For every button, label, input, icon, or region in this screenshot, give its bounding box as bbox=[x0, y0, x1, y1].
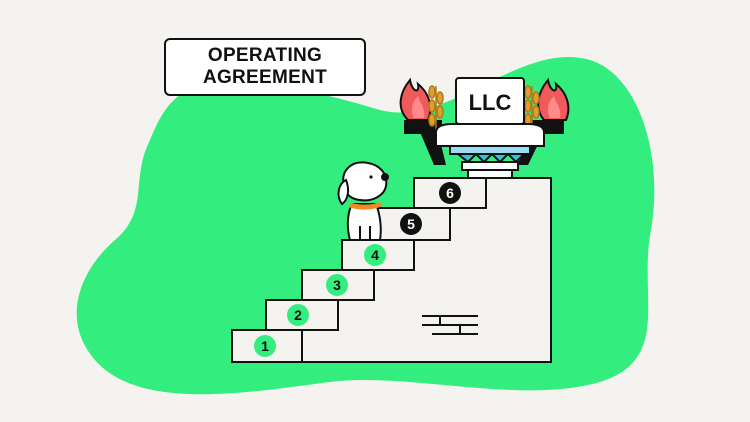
dog-icon bbox=[337, 161, 389, 241]
wheat-icon bbox=[428, 85, 540, 132]
label-line-2: AGREEMENT bbox=[202, 67, 328, 88]
step-number-2: 2 bbox=[294, 307, 302, 323]
step-badge-1 bbox=[254, 335, 276, 357]
llc-text: LLC bbox=[469, 90, 512, 115]
step-number-5: 5 bbox=[407, 216, 415, 232]
step-badge-5 bbox=[400, 213, 422, 235]
label-line-1: OPERATING bbox=[207, 45, 323, 66]
step-badge-2 bbox=[287, 304, 309, 326]
step-badge-3 bbox=[326, 274, 348, 296]
step-number-1: 1 bbox=[261, 338, 269, 354]
step-number-4: 4 bbox=[371, 247, 379, 263]
operating-agreement-label: OPERATING AGREEMENT bbox=[164, 38, 366, 96]
torch-icon bbox=[399, 77, 446, 165]
brick-icon bbox=[422, 315, 478, 335]
step-number-3: 3 bbox=[333, 277, 341, 293]
step-number-6: 6 bbox=[446, 185, 454, 201]
step-badge-6 bbox=[439, 182, 461, 204]
pedestal-icon bbox=[435, 77, 545, 179]
step-badge-4 bbox=[364, 244, 386, 266]
